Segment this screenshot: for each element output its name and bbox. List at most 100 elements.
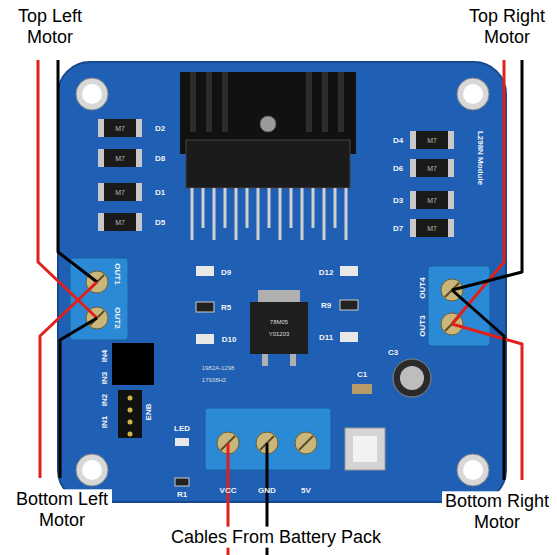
part-designator: C3 (388, 348, 398, 357)
diode-pads (98, 119, 142, 137)
header-pin (128, 408, 133, 413)
jumper-header (112, 343, 154, 438)
diode-symbol (416, 131, 448, 149)
led-smd (340, 332, 358, 342)
heatsink-fin (206, 72, 212, 132)
diode-symbol (104, 213, 136, 231)
diode-marking: M7 (427, 165, 437, 172)
signal-pin-name: IN1 (100, 416, 109, 428)
chip-leg (345, 188, 348, 240)
diode-marking: M7 (115, 155, 125, 162)
resistor-smd (340, 300, 358, 310)
led-smd (196, 266, 214, 276)
led-smd (175, 438, 189, 446)
pin-header (118, 390, 142, 438)
regulator-body (250, 302, 308, 354)
regulator-leg (290, 354, 296, 366)
jumper-cap (112, 343, 154, 385)
output-pin-name: OUT2 (113, 307, 122, 328)
part-designator: D4 (393, 136, 403, 145)
diode-marking: M7 (115, 219, 125, 226)
power-cable-label: Cables From Battery Pack (124, 527, 428, 548)
signal-pin-name: IN2 (100, 394, 109, 406)
diode-marking: M7 (115, 189, 125, 196)
heatsink-fin (306, 72, 312, 132)
terminal-screw (295, 432, 317, 454)
push-button (345, 428, 385, 470)
black-wire (58, 60, 97, 282)
part-designator: D5 (155, 218, 165, 227)
chip-leg (301, 188, 304, 240)
signal-pin-name: IN4 (100, 350, 109, 362)
chip-legs (192, 188, 346, 240)
screw-slot (299, 436, 313, 450)
output-pin-name: OUT3 (418, 315, 427, 336)
chip-leg (290, 188, 293, 228)
capacitor-smd (352, 384, 372, 394)
chip-leg (334, 188, 337, 228)
power-pin-name: VCC (220, 486, 237, 495)
motor-label: Bottom Right Motor (442, 491, 552, 532)
button-cap (353, 436, 377, 462)
diode-pads (98, 213, 142, 231)
mounting-hole-center (463, 460, 483, 480)
diode-symbol (416, 191, 448, 209)
part-designator: D6 (393, 164, 403, 173)
button-body (345, 428, 385, 470)
part-designator: C1 (357, 370, 367, 379)
header-pin (128, 420, 133, 425)
diode-pads (98, 149, 142, 167)
mounting-hole-center (82, 84, 102, 104)
mounting-hole (457, 78, 489, 110)
diode-symbol (416, 159, 448, 177)
diode-pads (410, 219, 454, 237)
resistor-smd (196, 302, 214, 312)
circuit-board (58, 62, 506, 502)
terminal-block-right (428, 266, 490, 346)
signal-pin-name: ENB (144, 404, 153, 421)
part-designator: D7 (393, 224, 403, 233)
diodes (98, 119, 454, 237)
led-smd (340, 266, 358, 276)
red-wire (38, 60, 97, 318)
capacitor-body (393, 359, 431, 397)
chip-leg (224, 188, 227, 228)
chip-leg (235, 188, 238, 240)
power-pin-name: 5V (301, 486, 311, 495)
chip-marking: Y01203 (269, 331, 290, 337)
part-designator: D1 (155, 188, 165, 197)
part-designator: LED (174, 424, 190, 433)
part-designator: D9 (221, 268, 231, 277)
smd-parts (175, 266, 372, 486)
mounting-hole-center (82, 460, 102, 480)
diode-marking: M7 (427, 197, 437, 204)
heatsink-fin (190, 72, 196, 132)
mounting-hole (457, 454, 489, 486)
mounting-hole-center (463, 84, 483, 104)
chip-leg (312, 188, 315, 228)
regulator-leg (262, 354, 268, 366)
diode-pads (410, 191, 454, 209)
part-designator: D10 (222, 335, 237, 344)
chip-marking: 78M05 (270, 319, 288, 325)
red-wire (452, 324, 522, 480)
motor-label: Bottom Left Motor (12, 489, 112, 530)
header-pin (128, 432, 133, 437)
part-designator: D2 (155, 124, 165, 133)
output-pin-name: OUT1 (113, 263, 122, 284)
part-designator: R5 (221, 303, 231, 312)
chip-marking: 17938H2 (202, 377, 226, 383)
diode-pads (410, 131, 454, 149)
diode-symbol (416, 219, 448, 237)
voltage-regulator (250, 290, 308, 366)
chip-leg (191, 188, 194, 240)
header-pin (128, 396, 133, 401)
l298n-chip (186, 140, 350, 188)
mounting-hole (76, 78, 108, 110)
part-designator: D11 (319, 333, 333, 342)
diode-symbol (104, 149, 136, 167)
chip-marking: 1982A-1298 (202, 365, 235, 371)
